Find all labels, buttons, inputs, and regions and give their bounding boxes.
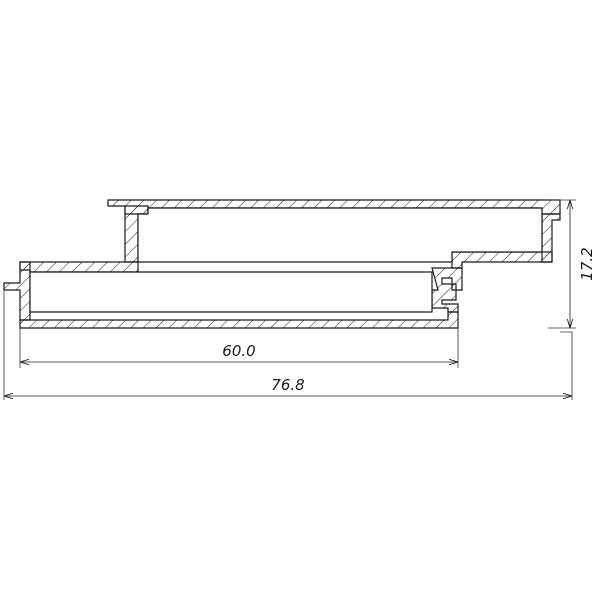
profile-lower-left-wall <box>3 261 31 321</box>
aluminium-profile-section <box>3 199 561 329</box>
profile-groove-clip <box>431 267 463 313</box>
dimension-label-overall-width: 76.8 <box>271 376 304 394</box>
profile-bottom-wall <box>19 311 459 329</box>
profile-divider-wall <box>451 251 553 269</box>
profile-step-wall <box>19 261 139 273</box>
dimension-label-height: 17.2 <box>578 247 596 280</box>
dimension-lines <box>4 200 572 396</box>
extension-line-far-right <box>560 331 573 400</box>
profile-lower-cavity <box>29 271 433 313</box>
profile-upper-cavity <box>137 207 543 263</box>
dimension-label-inner-width: 60.0 <box>222 342 255 360</box>
